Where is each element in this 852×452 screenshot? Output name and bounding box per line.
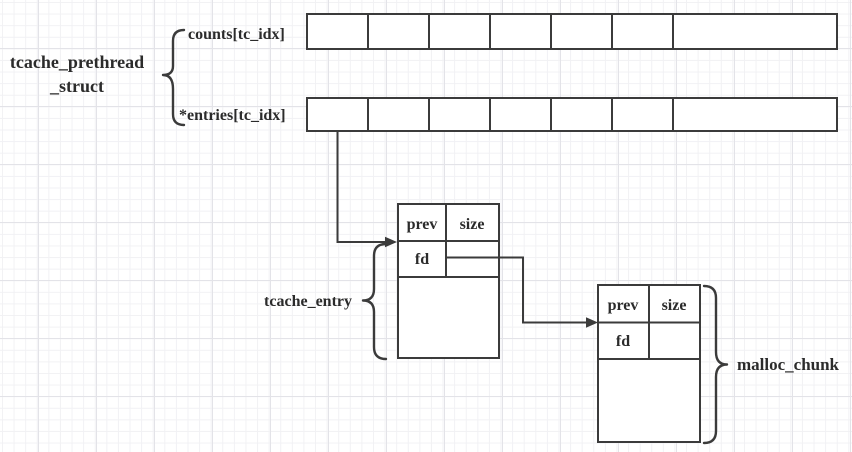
entries-arrowhead (385, 236, 397, 248)
malloc-chunk-size-label: size (662, 297, 687, 314)
tcache-entry-fd-label: fd (415, 251, 429, 268)
entries-to-tcache-arrow (336, 131, 397, 248)
fd-to-malloc-chunk-arrow (446, 256, 598, 328)
tcache-entry-label: tcache_entry (264, 293, 352, 310)
tcache-entry-size-label: size (460, 216, 485, 233)
malloc-chunk-prev-label: prev (608, 297, 639, 314)
tcache-entry-brace (361, 242, 388, 361)
malloc-chunk-label: malloc_chunk (737, 355, 840, 374)
malloc-chunk-box (597, 284, 701, 443)
malloc-chunk-fd-label: fd (616, 333, 630, 350)
entries-arrow-line (336, 131, 385, 243)
fd-arrow-line (446, 256, 586, 324)
counts-label: counts[tc_idx] (188, 26, 285, 43)
counts-array (306, 13, 838, 50)
malloc-chunk-brace (702, 284, 729, 445)
entries-array (306, 97, 838, 132)
tcache-entry-box (397, 203, 500, 359)
tcache-entry-outline (397, 203, 500, 359)
struct-label-line1: tcache_prethread (10, 52, 144, 72)
counts-array-outline (306, 13, 838, 50)
struct-brace (161, 28, 186, 127)
fd-arrowhead (586, 317, 598, 328)
tcache-entry-prev-label: prev (407, 216, 438, 233)
entries-array-outline (306, 97, 838, 132)
entries-label: *entries[tc_idx] (179, 107, 286, 124)
struct-label-line2: _struct (49, 76, 104, 96)
